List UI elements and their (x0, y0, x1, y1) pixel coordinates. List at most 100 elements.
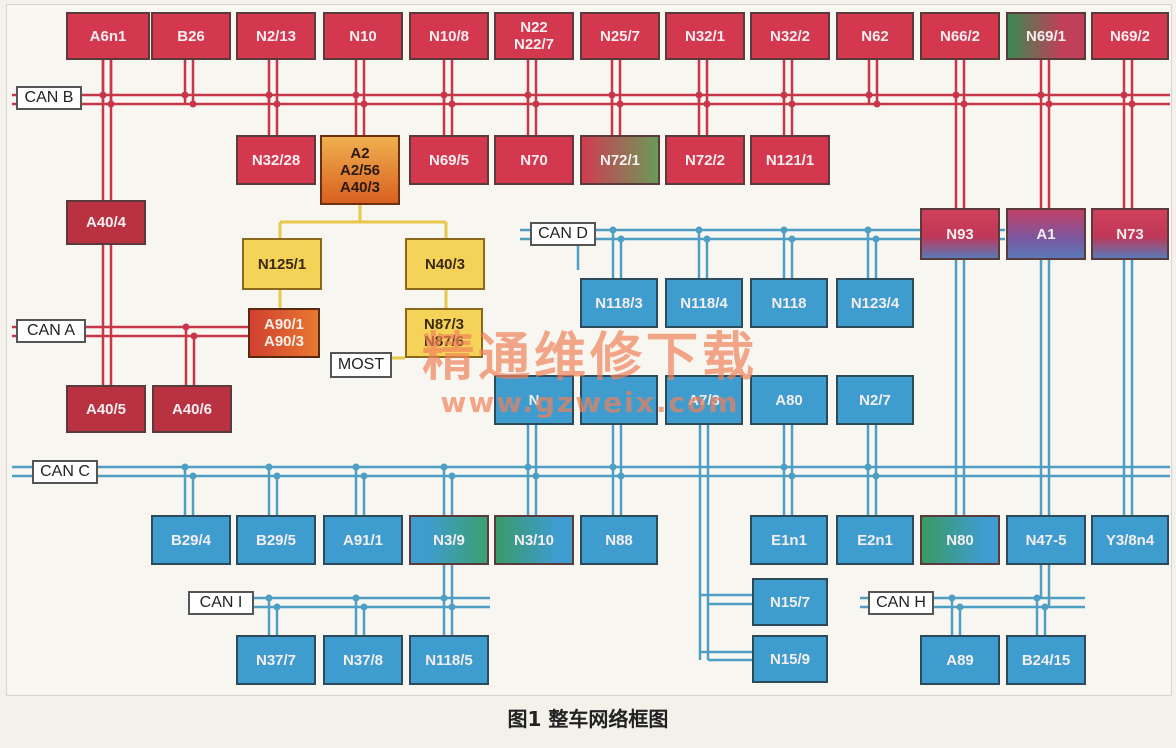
ecu-node-n72-1: N72/1 (580, 135, 660, 185)
ecu-node-n10: N10 (323, 12, 403, 60)
ecu-node-b29-5: B29/5 (236, 515, 316, 565)
junction-dot (865, 91, 873, 99)
junction-dot (181, 91, 189, 99)
bus-label-can-b: CAN B (16, 86, 82, 110)
junction-dot (780, 226, 788, 234)
ecu-node-n118-5: N118/5 (409, 635, 489, 685)
ecu-node-n3-10: N3/10 (494, 515, 574, 565)
junction-dot (952, 91, 960, 99)
junction-dot (948, 594, 956, 602)
junction-dot (1037, 91, 1045, 99)
junction-dot (352, 463, 360, 471)
watermark: 精通维修下载 www.gzweix.com (410, 328, 770, 418)
ecu-node-n88: N88 (580, 515, 658, 565)
ecu-node-n121-1: N121/1 (750, 135, 830, 185)
ecu-node-n32-28: N32/28 (236, 135, 316, 185)
ecu-node-n32-1: N32/1 (665, 12, 745, 60)
ecu-node-row2-3: A7/3 (665, 375, 743, 425)
ecu-node-n118: N118 (750, 278, 828, 328)
ecu-node-n15-9: N15/9 (752, 635, 828, 683)
ecu-node-n123-4: N123/4 (836, 278, 914, 328)
junction-dot (872, 235, 880, 243)
ecu-node-a89: A89 (920, 635, 1000, 685)
bus-label-can-d: CAN D (530, 222, 596, 246)
ecu-node-a1: A1 (1006, 208, 1086, 260)
bus-label-most: MOST (330, 352, 392, 378)
ecu-node-n72-2: N72/2 (665, 135, 745, 185)
junction-dot (788, 235, 796, 243)
ecu-node-e1n1: E1n1 (750, 515, 828, 565)
junction-dot (352, 594, 360, 602)
ecu-node-n118-4: N118/4 (665, 278, 743, 328)
ecu-node-y3-8n4: Y3/8n4 (1091, 515, 1169, 565)
junction-dot (273, 472, 281, 480)
junction-dot (265, 463, 273, 471)
ecu-node-n66-2: N66/2 (920, 12, 1000, 60)
ecu-node-row2-2 (580, 375, 658, 425)
ecu-node-a91-1: A91/1 (323, 515, 403, 565)
ecu-node-n10-8: N10/8 (409, 12, 489, 60)
ecu-node-n69-1: N69/1 (1006, 12, 1086, 60)
ecu-node-n73: N73 (1091, 208, 1169, 260)
junction-dot (440, 594, 448, 602)
ecu-node-n70: N70 (494, 135, 574, 185)
ecu-node-n69-5: N69/5 (409, 135, 489, 185)
ecu-node-n93: N93 (920, 208, 1000, 260)
ecu-node-n62: N62 (836, 12, 914, 60)
ecu-node-a40-6: A40/6 (152, 385, 232, 433)
ecu-node-b29-4: B29/4 (151, 515, 231, 565)
ecu-node-n125-1: N125/1 (242, 238, 322, 290)
junction-dot (1120, 91, 1128, 99)
junction-dot (1041, 603, 1049, 611)
junction-dot (617, 235, 625, 243)
ecu-node-n80: N80 (920, 515, 1000, 565)
junction-dot (273, 603, 281, 611)
ecu-node-b24-15: B24/15 (1006, 635, 1086, 685)
watermark-url: www.gzweix.com (440, 386, 740, 419)
ecu-node-b26: B26 (151, 12, 231, 60)
ecu-node-n37-8: N37/8 (323, 635, 403, 685)
ecu-node-a80: A80 (750, 375, 828, 425)
ecu-node-a2: A2 A2/56 A40/3 (320, 135, 400, 205)
ecu-node-n2-13: N2/13 (236, 12, 316, 60)
watermark-title: 精通维修下载 (421, 328, 758, 388)
bus-label-can-i: CAN I (188, 591, 254, 615)
figure-caption: 图1 整车网络框图 (507, 707, 669, 731)
junction-dot (190, 332, 198, 340)
ecu-node-a40-4: A40/4 (66, 200, 146, 245)
junction-dot (360, 472, 368, 480)
ecu-node-n2-7: N2/7 (836, 375, 914, 425)
ecu-node-n37-7: N37/7 (236, 635, 316, 685)
junction-dot (189, 472, 197, 480)
junction-dot (695, 226, 703, 234)
ecu-node-a6n1: A6n1 (66, 12, 150, 60)
junction-dot (360, 603, 368, 611)
ecu-node-n25-7: N25/7 (580, 12, 660, 60)
junction-dot (1033, 594, 1041, 602)
junction-dot (189, 100, 197, 108)
ecu-node-a90-1: A90/1 A90/3 (248, 308, 320, 358)
junction-dot (181, 463, 189, 471)
ecu-node-n69-2: N69/2 (1091, 12, 1169, 60)
junction-dot (265, 594, 273, 602)
ecu-node-n47-5: N47-5 (1006, 515, 1086, 565)
junction-dot (440, 463, 448, 471)
bus-label-can-a: CAN A (16, 319, 86, 343)
ecu-node-n32-2: N32/2 (750, 12, 830, 60)
junction-dot (703, 235, 711, 243)
ecu-node-n15-7: N15/7 (752, 578, 828, 626)
junction-dot (609, 226, 617, 234)
junction-dot (956, 603, 964, 611)
ecu-node-row2-1: N (494, 375, 574, 425)
diagram-frame (6, 4, 1172, 696)
bus-label-can-h: CAN H (868, 591, 934, 615)
ecu-node-n22: N22 N22/7 (494, 12, 574, 60)
bus-label-can-c: CAN C (32, 460, 98, 484)
junction-dot (448, 603, 456, 611)
ecu-node-n118-3: N118/3 (580, 278, 658, 328)
junction-dot (864, 226, 872, 234)
junction-dot (873, 100, 881, 108)
ecu-node-n87-3: N87/3 N87/6 (405, 308, 483, 358)
ecu-node-e2n1: E2n1 (836, 515, 914, 565)
